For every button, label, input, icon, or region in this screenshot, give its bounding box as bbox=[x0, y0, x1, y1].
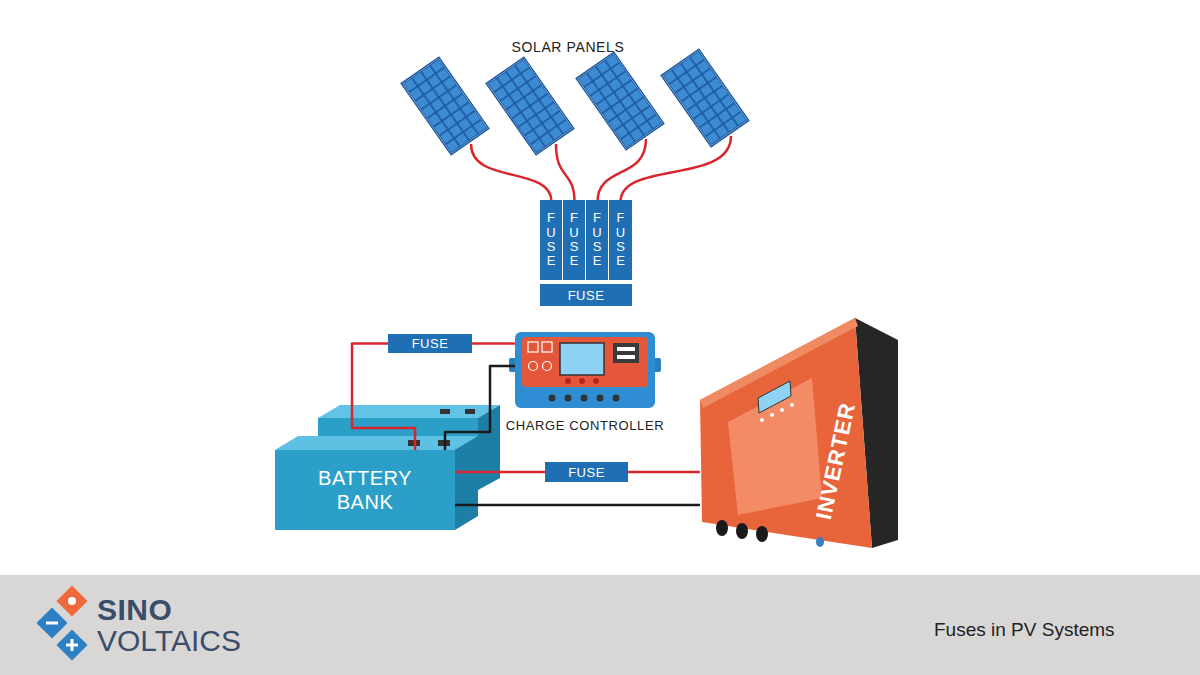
inverter-body-part bbox=[700, 318, 872, 548]
footer-band bbox=[0, 575, 1200, 675]
solar-panel-part bbox=[578, 54, 663, 149]
charge-controller-body-part bbox=[560, 343, 604, 375]
panel-wires bbox=[471, 136, 731, 202]
charge-controller-body-part bbox=[617, 355, 635, 359]
battery-bank: BATTERY BANK bbox=[275, 450, 455, 530]
charge-controller-body-part bbox=[593, 378, 599, 384]
solar-panel-part bbox=[486, 57, 574, 155]
diagram-title: SOLAR PANELS bbox=[512, 39, 625, 55]
solar-panel bbox=[401, 57, 489, 155]
node-label: BATTERY BANK bbox=[305, 466, 425, 514]
positive-wire bbox=[628, 471, 700, 474]
inverter-body-part bbox=[758, 381, 791, 413]
battery-body bbox=[275, 405, 500, 530]
inverter-body-part bbox=[736, 523, 748, 539]
inverter-body bbox=[700, 318, 898, 548]
negative-wire bbox=[455, 504, 700, 507]
node-label: CHARGE CONTROLLER bbox=[506, 418, 664, 433]
fuse-combiner: FUSE FUSE FUSE FUSE FUSE bbox=[540, 200, 632, 306]
panel-wires-part bbox=[556, 144, 575, 202]
fuse-cell: FUSE bbox=[609, 200, 632, 280]
solar-panel-part bbox=[661, 49, 749, 147]
positive-wire bbox=[352, 344, 415, 451]
charge-controller-body-part bbox=[549, 395, 556, 402]
logo-mark-part bbox=[36, 607, 67, 638]
caption-text: Fuses in PV Systems bbox=[934, 619, 1115, 641]
solar-panel-part bbox=[488, 59, 573, 154]
logo-mark bbox=[36, 585, 87, 660]
charge-controller: CHARGE CONTROLLER bbox=[515, 332, 655, 408]
charge-controller-body-part bbox=[617, 347, 635, 351]
solar-panel bbox=[576, 52, 664, 150]
node-label: FUSE bbox=[592, 211, 602, 268]
charge-controller-body-part bbox=[522, 337, 648, 387]
node-label: FUSE bbox=[568, 466, 605, 479]
node-label: FUSE bbox=[412, 337, 449, 350]
battery-body-part bbox=[465, 409, 475, 414]
inverter-body-part bbox=[728, 378, 822, 515]
logo-mark-part bbox=[56, 585, 87, 616]
fuse-cell: FUSE bbox=[563, 200, 585, 280]
node-label: FUSE bbox=[569, 211, 579, 268]
logo-word: VOLTAICS bbox=[97, 626, 241, 656]
charge-controller-body-part bbox=[515, 332, 655, 408]
logo-mark-part bbox=[71, 639, 74, 651]
negative-wire bbox=[445, 366, 515, 450]
charge-controller-body-part bbox=[581, 395, 588, 402]
fuse-box: FUSE bbox=[545, 462, 628, 482]
node-label: FUSE bbox=[616, 211, 626, 268]
panel-wires-part bbox=[621, 136, 732, 202]
charge-controller-body-part bbox=[565, 395, 572, 402]
logo-mark-part bbox=[68, 597, 76, 605]
solar-panel-part bbox=[663, 51, 748, 146]
battery-body-part bbox=[318, 405, 500, 418]
charge-controller-body-part bbox=[565, 378, 571, 384]
positive-wire bbox=[472, 342, 515, 345]
solar-panel bbox=[486, 57, 574, 155]
inverter: INVERTER bbox=[700, 395, 885, 547]
inverter-body-part bbox=[780, 408, 784, 412]
fuse-cell: FUSE bbox=[540, 200, 562, 280]
charge-controller-body-part bbox=[613, 395, 620, 402]
battery-body-part bbox=[275, 436, 478, 450]
inverter-body-part bbox=[816, 537, 824, 547]
charge-controller-body-part bbox=[579, 378, 585, 384]
inverter-body-part bbox=[770, 413, 774, 417]
inverter-body-part bbox=[760, 418, 764, 422]
logo-word: SINO bbox=[97, 595, 172, 625]
node-label: INVERTER bbox=[811, 400, 861, 522]
node-label: FUSE bbox=[540, 284, 632, 306]
charge-controller-body-part bbox=[597, 395, 604, 402]
battery-body-part bbox=[440, 409, 450, 414]
positive-wire bbox=[455, 471, 545, 474]
fuse-box: FUSE bbox=[388, 334, 472, 353]
charge-controller-body-part bbox=[528, 342, 538, 352]
charge-controller-body-part bbox=[529, 362, 538, 371]
fuse-cell: FUSE bbox=[586, 200, 608, 280]
charge-controller-body-part bbox=[542, 342, 552, 352]
charge-controller-body-part bbox=[543, 362, 552, 371]
inverter-body-part bbox=[716, 520, 728, 536]
solar-panel bbox=[661, 49, 749, 147]
solar-panel-part bbox=[576, 52, 664, 150]
logo-mark-part bbox=[46, 622, 58, 625]
inverter-body-part bbox=[756, 526, 768, 542]
logo-mark-part bbox=[56, 629, 87, 660]
solar-panel-part bbox=[403, 59, 488, 154]
node-label: FUSE bbox=[546, 211, 556, 268]
inverter-body-part bbox=[790, 403, 794, 407]
charge-controller-body bbox=[509, 332, 661, 408]
solar-panel-part bbox=[401, 57, 489, 155]
battery-body-part bbox=[455, 436, 478, 530]
charge-controller-body-part bbox=[613, 343, 639, 363]
